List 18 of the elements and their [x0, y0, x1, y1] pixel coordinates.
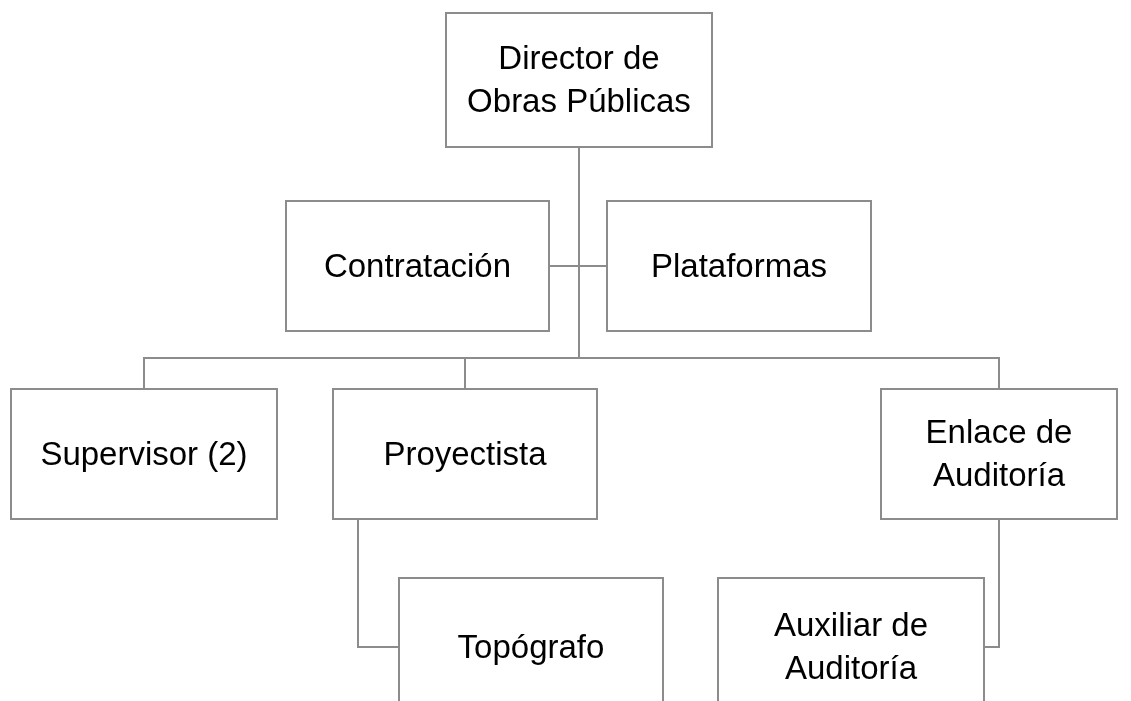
connector-line [357, 519, 399, 648]
role-title: Director de Obras Públicas [466, 38, 692, 121]
role-title: Contratación [323, 245, 512, 286]
role-title: Plataformas [650, 245, 828, 286]
role-title: Enlace de Auditoría [924, 412, 1074, 495]
connector-line [984, 519, 1000, 648]
org-box [332, 388, 598, 520]
org-box [285, 200, 550, 332]
org-box [398, 577, 664, 701]
role-title: Proyectista [383, 433, 547, 474]
org-box [717, 577, 985, 701]
org-box [10, 388, 278, 520]
role-title: Supervisor (2) [40, 433, 248, 474]
org-box [606, 200, 872, 332]
org-box [445, 12, 713, 148]
role-title: Topógrafo [457, 626, 605, 667]
role-title: Auxiliar de Auditoría [772, 605, 930, 688]
org-box [880, 388, 1118, 520]
